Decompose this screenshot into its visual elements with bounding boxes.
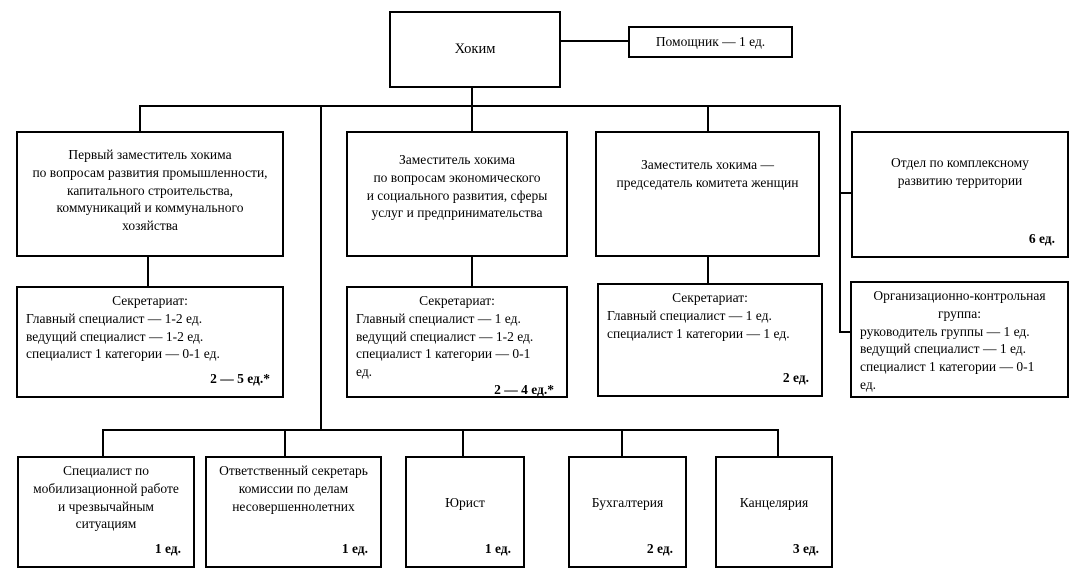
node-secretariat-3: Секретариат: Главный специалист — 1 ед. … — [597, 283, 823, 397]
node-hokim: Хоким — [389, 11, 561, 88]
node-chancery: Канцелярия 3 ед. — [715, 456, 833, 568]
node-accounting: Бухгалтерия 2 ед. — [568, 456, 687, 568]
node-assistant-title: Помощник — 1 ед. — [655, 34, 766, 50]
node-secretariat-3-title: Секретариат: — [672, 290, 748, 305]
node-chancery-count: 3 ед. — [792, 541, 819, 557]
node-lawyer-count: 1 ед. — [484, 541, 511, 557]
connector-drop-lawyer — [462, 429, 464, 457]
connector-row2-horizontal — [139, 105, 841, 107]
node-secretariat-1: Секретариат: Главный специалист — 1-2 ед… — [16, 286, 284, 398]
connector-deputy3-sec3 — [707, 256, 709, 284]
connector-stub-org-group — [839, 331, 852, 333]
node-dept-territory-count: 6 ед. — [1028, 231, 1055, 247]
node-deputy-economy: Заместитель хокима по вопросам экономиче… — [346, 131, 568, 257]
connector-hokim-down — [471, 86, 473, 132]
connector-drop-deputy3 — [707, 105, 709, 132]
node-hokim-title: Хоким — [454, 40, 496, 57]
connector-drop-minors — [284, 429, 286, 457]
connector-right-column — [839, 105, 841, 333]
node-secretariat-2-count: 2 — 4 ед.* — [494, 382, 554, 398]
node-chancery-title: Канцелярия — [739, 495, 809, 510]
node-secretariat-3-count: 2 ед. — [782, 370, 809, 386]
connector-trunk-bottom-row — [320, 105, 322, 431]
node-secretariat-1-count: 2 — 5 ед.* — [210, 371, 270, 387]
node-org-control-group-title: Организационно-контрольная группа: — [873, 288, 1046, 321]
node-minors-secretary: Ответственный секретарь комиссии по дела… — [205, 456, 382, 568]
node-mobilization-specialist-count: 1 ед. — [154, 541, 181, 557]
node-first-deputy-title: Первый заместитель хокима по вопросам ра… — [32, 147, 268, 234]
node-first-deputy: Первый заместитель хокима по вопросам ра… — [16, 131, 284, 257]
node-deputy-women: Заместитель хокима — председатель комите… — [595, 131, 820, 257]
connector-drop-chancery — [777, 429, 779, 457]
node-assistant: Помощник — 1 ед. — [628, 26, 793, 58]
node-org-control-group: Организационно-контрольная группа: руков… — [850, 281, 1069, 398]
node-mobilization-specialist: Специалист по мобилизационной работе и ч… — [17, 456, 195, 568]
node-secretariat-2-title: Секретариат: — [419, 293, 495, 308]
connector-drop-deputy1 — [139, 105, 141, 132]
node-minors-secretary-count: 1 ед. — [341, 541, 368, 557]
node-accounting-title: Бухгалтерия — [591, 495, 664, 510]
connector-bottom-horizontal — [102, 429, 779, 431]
connector-stub-dept-territory — [839, 192, 853, 194]
node-dept-territory: Отдел по комплексному развитию территори… — [851, 131, 1069, 258]
node-accounting-count: 2 ед. — [646, 541, 673, 557]
node-minors-secretary-title: Ответственный секретарь комиссии по дела… — [219, 463, 368, 514]
node-org-control-group-staff: руководитель группы — 1 ед. ведущий спец… — [860, 323, 1035, 393]
node-secretariat-2-staff: Главный специалист — 1 ед. ведущий специ… — [356, 310, 534, 380]
connector-deputy2-sec2 — [471, 256, 473, 286]
connector-deputy1-sec1 — [147, 256, 149, 286]
node-deputy-women-title: Заместитель хокима — председатель комите… — [616, 157, 799, 190]
node-secretariat-2: Секретариат: Главный специалист — 1 ед. … — [346, 286, 568, 398]
node-dept-territory-title: Отдел по комплексному развитию территори… — [891, 155, 1029, 188]
connector-drop-accounting — [621, 429, 623, 457]
connector-drop-mobilization — [102, 429, 104, 457]
node-lawyer: Юрист 1 ед. — [405, 456, 525, 568]
node-secretariat-1-title: Секретариат: — [112, 293, 188, 308]
node-lawyer-title: Юрист — [445, 495, 485, 510]
node-secretariat-3-staff: Главный специалист — 1 ед. специалист 1 … — [607, 307, 790, 341]
node-mobilization-specialist-title: Специалист по мобилизационной работе и ч… — [33, 463, 179, 532]
node-secretariat-1-staff: Главный специалист — 1-2 ед. ведущий спе… — [26, 310, 220, 362]
node-deputy-economy-title: Заместитель хокима по вопросам экономиче… — [366, 152, 548, 221]
connector-hokim-assistant — [560, 40, 628, 42]
